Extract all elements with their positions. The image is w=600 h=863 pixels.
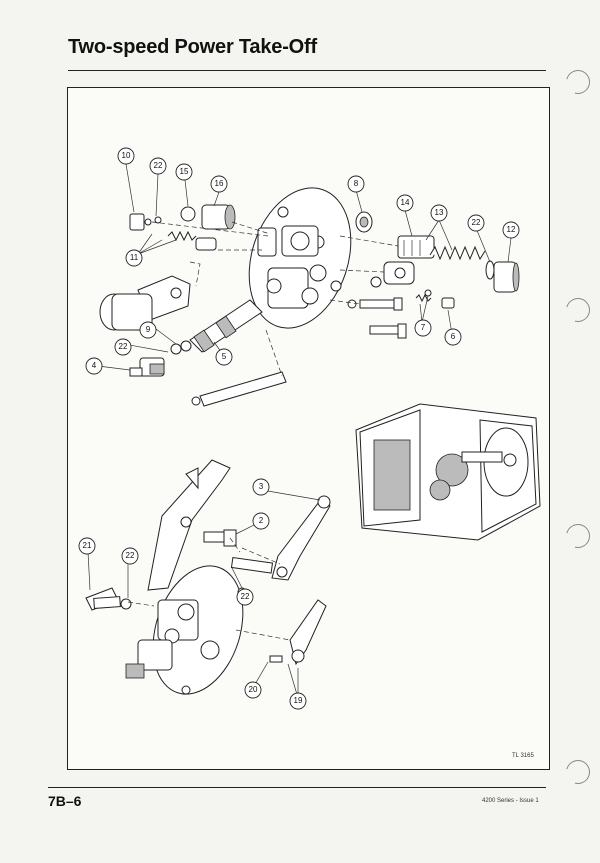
figure-reference: TL 3165: [512, 753, 534, 759]
circlip-15: [180, 206, 196, 222]
bearing-16: [201, 204, 236, 230]
svg-text:22: 22: [472, 218, 481, 227]
svg-text:15: 15: [180, 167, 189, 176]
seal-22-right: [485, 260, 495, 280]
callout-4: 4: [85, 357, 103, 375]
svg-text:2: 2: [259, 516, 264, 525]
bolt-2: [203, 529, 237, 547]
callout-19: 19: [289, 692, 307, 710]
svg-text:10: 10: [122, 151, 131, 160]
svg-text:20: 20: [249, 685, 258, 694]
plug-12: [493, 261, 520, 293]
bolts: [347, 276, 407, 339]
seal-8: [355, 211, 373, 233]
svg-text:12: 12: [507, 225, 516, 234]
callout-15: 15: [175, 163, 193, 181]
callout-22: 22: [114, 338, 132, 356]
callout-3: 3: [252, 478, 270, 496]
callout-22: 22: [121, 547, 139, 565]
bracket: [99, 275, 191, 331]
callout-16: 16: [210, 175, 228, 193]
svg-text:22: 22: [241, 592, 250, 601]
page-title: Two-speed Power Take-Off: [68, 36, 317, 58]
switch-4: [129, 357, 165, 377]
valve-14: [397, 235, 435, 259]
plug-10: [129, 213, 152, 231]
svg-text:19: 19: [294, 696, 303, 705]
callout-12: 12: [502, 221, 520, 239]
rings-9: [170, 340, 192, 355]
callout-21: 21: [78, 537, 96, 555]
callout-9: 9: [139, 321, 157, 339]
lever-3: [271, 495, 331, 581]
callout-7: 7: [414, 319, 432, 337]
svg-text:13: 13: [435, 208, 444, 217]
callout-22: 22: [236, 588, 254, 606]
lever-plate: [147, 459, 231, 591]
svg-text:9: 9: [146, 325, 151, 334]
svg-text:5: 5: [222, 352, 227, 361]
callout-11: 11: [125, 249, 143, 267]
callout-22: 22: [467, 214, 485, 232]
svg-text:14: 14: [401, 198, 410, 207]
pto-housing-upper: [248, 187, 352, 329]
callout-20: 20: [244, 681, 262, 699]
svg-text:22: 22: [154, 161, 163, 170]
svg-text:6: 6: [451, 332, 456, 341]
spring-13: [429, 245, 486, 261]
svg-text:8: 8: [354, 179, 359, 188]
shaft-5: [189, 299, 263, 353]
callout-5: 5: [215, 348, 233, 366]
callout-8: 8: [347, 175, 365, 193]
callout-2: 2: [252, 512, 270, 530]
svg-text:22: 22: [126, 551, 135, 560]
spring-7: [415, 289, 432, 303]
shaft-21: [85, 587, 132, 611]
svg-text:11: 11: [130, 253, 139, 262]
lever-arm: [230, 556, 327, 666]
callout-13: 13: [430, 204, 448, 222]
svg-text:4: 4: [92, 361, 97, 370]
callout-14: 14: [396, 194, 414, 212]
svg-text:3: 3: [259, 482, 264, 491]
svg-text:16: 16: [215, 179, 224, 188]
lower-rod: [191, 371, 287, 407]
callout-6: 6: [444, 328, 462, 346]
callout-22: 22: [149, 157, 167, 175]
svg-text:22: 22: [119, 342, 128, 351]
header-rule: [68, 70, 546, 71]
svg-text:21: 21: [83, 541, 92, 550]
seal-22-upper: [154, 216, 162, 224]
page-number: 7B–6: [48, 793, 82, 809]
svg-text:7: 7: [421, 323, 426, 332]
callout-10: 10: [117, 147, 135, 165]
pto-housing-lower: [125, 565, 247, 695]
series-issue: 4200 Series - Issue 1: [482, 798, 539, 804]
footer-rule: [48, 787, 546, 788]
spring-11: [167, 230, 217, 251]
plug-6: [441, 297, 455, 309]
valve-body: [383, 261, 415, 285]
gearbox-casing: [355, 403, 541, 541]
